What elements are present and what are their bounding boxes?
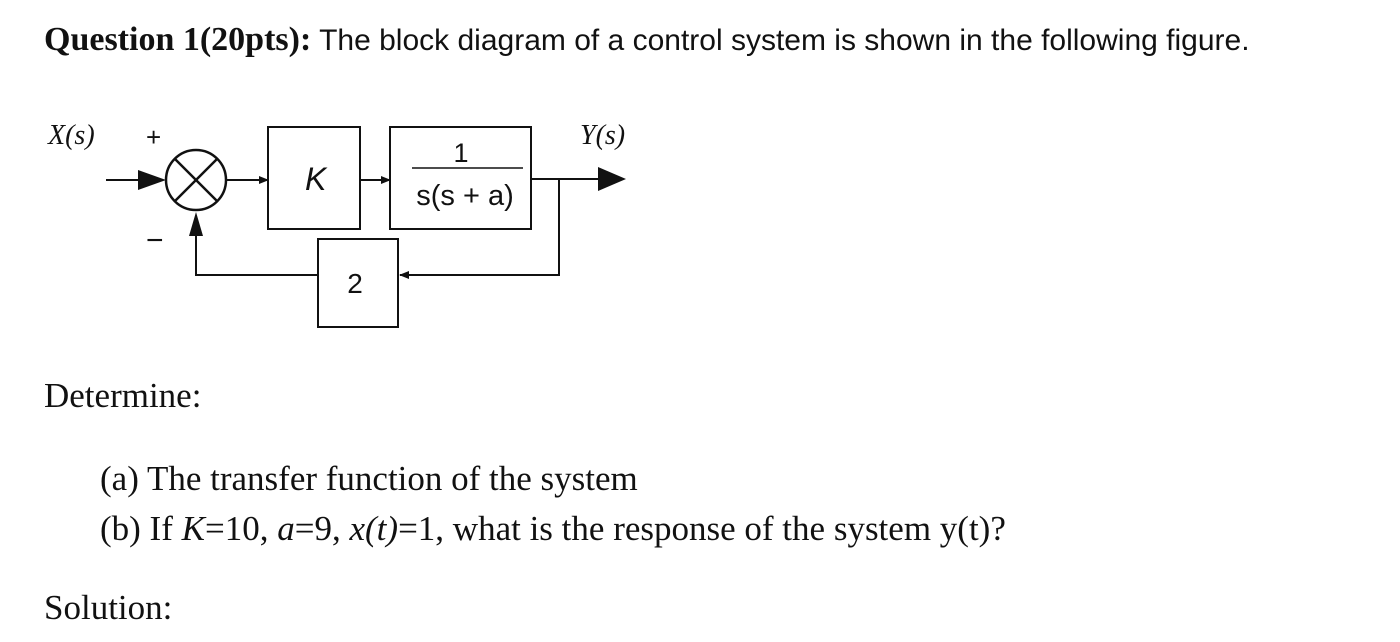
summing-junction bbox=[164, 148, 228, 212]
gain-k-block bbox=[267, 126, 361, 230]
part-b-prefix: (b) If bbox=[100, 509, 182, 548]
gain-k-label: K bbox=[305, 161, 328, 197]
minus-sign: − bbox=[146, 224, 164, 257]
part-b: (b) If K=10, a=9, x(t)=1, what is the re… bbox=[100, 504, 1006, 554]
part-b-k-symbol: K bbox=[181, 509, 205, 548]
part-b-x-symbol: x(t) bbox=[349, 509, 399, 548]
feedback-path-right bbox=[399, 179, 560, 279]
question-header: Question 1(20pts): The block diagram of … bbox=[44, 18, 1384, 63]
question-label: Question 1(20pts): bbox=[44, 21, 312, 58]
part-a: (a) The transfer function of the system bbox=[100, 459, 638, 498]
block-diagram: X(s) + − K 1 s(s + a) Y(s) 2 bbox=[47, 120, 626, 328]
part-b-a-value: =9, bbox=[294, 509, 350, 548]
part-b-k-value: =10, bbox=[204, 509, 278, 548]
plant-denominator: s(s + a) bbox=[416, 180, 514, 212]
solution-heading: Solution: bbox=[44, 588, 173, 627]
part-b-a-symbol: a bbox=[277, 509, 295, 548]
feedback-path-left bbox=[195, 232, 318, 276]
feedback-gain-block bbox=[317, 238, 399, 328]
input-label: X(s) bbox=[47, 120, 95, 151]
plus-sign: + bbox=[146, 122, 161, 152]
question-text: The block diagram of a control system is… bbox=[311, 24, 1250, 57]
feedback-arrowhead bbox=[189, 212, 203, 236]
output-label: Y(s) bbox=[580, 120, 625, 151]
part-b-x-value: =1, what is the response of the system y… bbox=[398, 509, 1006, 548]
input-arrowhead bbox=[138, 170, 166, 190]
feedback-gain-label: 2 bbox=[347, 268, 363, 299]
question-parts: (a) The transfer function of the system … bbox=[100, 454, 1006, 554]
output-arrowhead bbox=[598, 167, 626, 191]
plant-numerator: 1 bbox=[453, 138, 468, 168]
plant-block bbox=[389, 126, 532, 230]
determine-heading: Determine: bbox=[44, 376, 202, 415]
